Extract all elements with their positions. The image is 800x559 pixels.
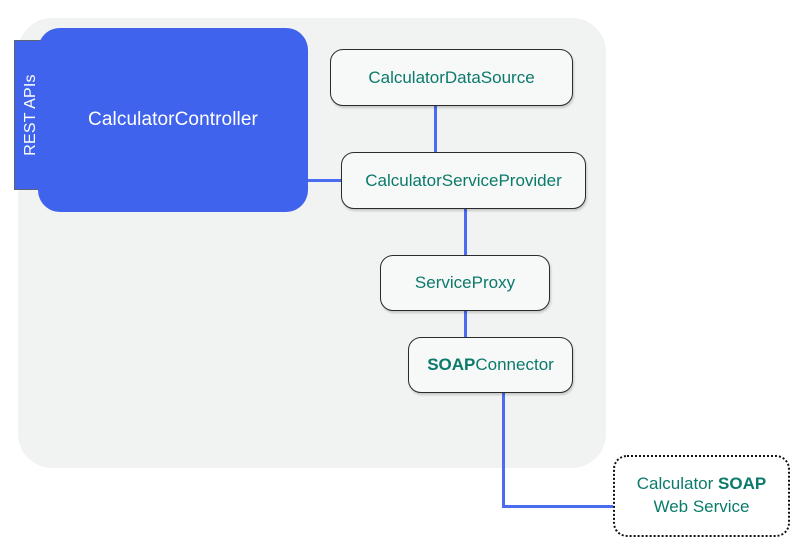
connector-datasource-to-serviceprovider: [434, 105, 437, 153]
node-soap-connector[interactable]: SOAPConnector: [408, 337, 573, 393]
connector-serviceprovider-to-serviceproxy: [464, 208, 467, 256]
node-calculator-service-provider[interactable]: CalculatorServiceProvider: [341, 152, 586, 209]
connector-soapconnector-to-webservice-horizontal: [502, 505, 615, 508]
connector-controller-to-serviceprovider: [308, 179, 342, 182]
node-calculator-service-provider-label: CalculatorServiceProvider: [365, 170, 562, 190]
connector-soapconnector-to-webservice-vertical: [502, 392, 505, 508]
connector-serviceproxy-to-soapconnector: [464, 310, 467, 338]
node-soap-connector-label-rest: Connector: [475, 355, 554, 375]
node-calculator-data-source[interactable]: CalculatorDataSource: [330, 49, 573, 106]
node-calculator-soap-web-service-label: Calculator SOAP Web Service: [637, 473, 766, 519]
node-service-proxy[interactable]: ServiceProxy: [380, 255, 550, 311]
node-calculator-soap-web-service[interactable]: Calculator SOAP Web Service: [613, 455, 790, 537]
node-calculator-controller[interactable]: CalculatorController: [38, 28, 308, 212]
webservice-line1-prefix: Calculator: [636, 474, 719, 494]
node-calculator-controller-label: CalculatorController: [88, 109, 258, 130]
webservice-line1-bold: SOAP: [718, 474, 767, 494]
webservice-line2: Web Service: [653, 497, 750, 516]
node-calculator-data-source-label: CalculatorDataSource: [368, 67, 535, 87]
node-soap-connector-label: SOAPConnector: [427, 354, 554, 375]
node-service-proxy-label: ServiceProxy: [414, 273, 516, 293]
node-soap-connector-label-bold: SOAP: [427, 355, 476, 375]
